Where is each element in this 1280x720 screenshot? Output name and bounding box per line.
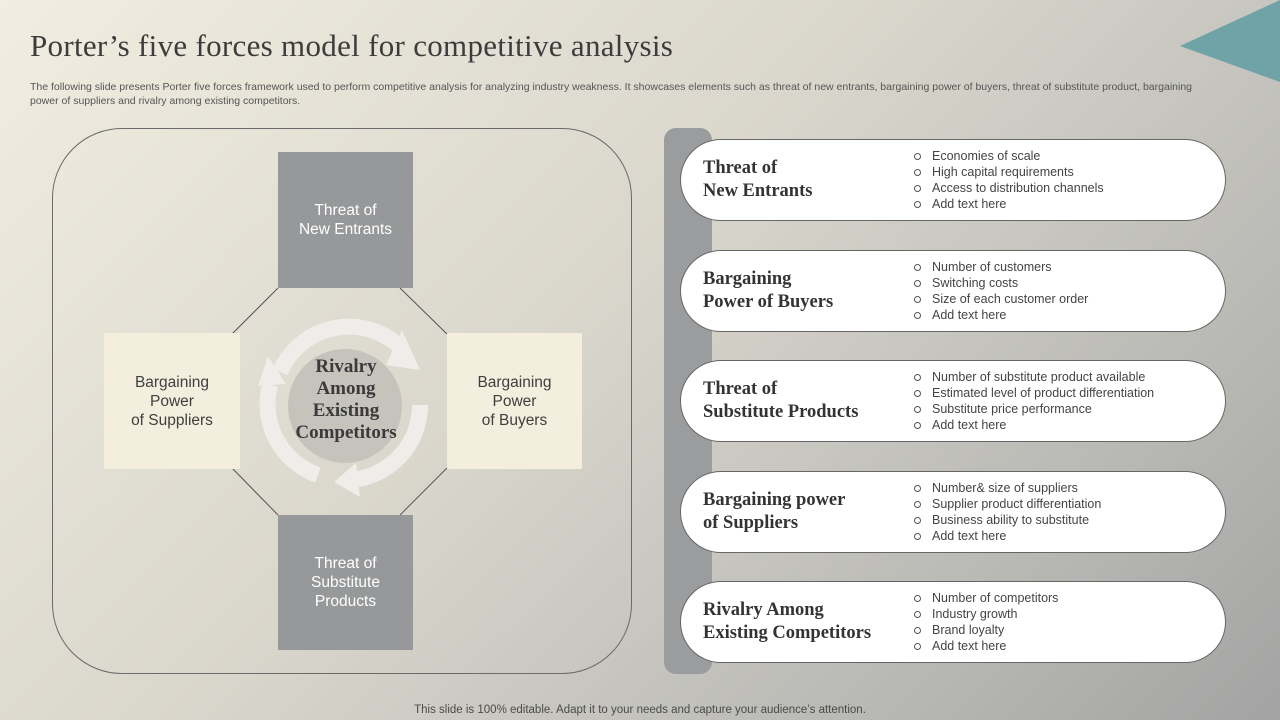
list-item: Number of substitute product available	[913, 369, 1154, 385]
connector-top-right	[399, 287, 448, 335]
corner-accent-shape	[1180, 0, 1280, 82]
list-item: Number& size of suppliers	[913, 480, 1101, 496]
list-item: High capital requirements	[913, 164, 1104, 180]
force-right-line-3: of Buyers	[481, 411, 548, 429]
force-bottom-line-1: Threat of	[314, 555, 377, 572]
list-item: Switching costs	[913, 275, 1088, 291]
list-item: Add text here	[913, 196, 1104, 212]
force-right-line-1: Bargaining	[477, 373, 552, 391]
list-item: Access to distribution channels	[913, 180, 1104, 196]
center-rivalry-label: Rivalry Among Existing Competitors	[284, 356, 408, 444]
force-top-line-2: New Entrants	[298, 221, 393, 238]
list-item: Number of customers	[913, 259, 1088, 275]
card-title: Bargaining Power of Buyers	[703, 268, 903, 314]
card-title-line: Threat of	[703, 158, 778, 178]
card-title-line: Power of Buyers	[703, 292, 834, 312]
card-threat-new-entrants: Threat of New Entrants Economies of scal…	[680, 139, 1226, 221]
force-bottom-line-2: Substitute	[311, 574, 380, 591]
card-title-line: Bargaining	[703, 269, 792, 289]
list-item: Economies of scale	[913, 148, 1104, 164]
force-left-line-1: Bargaining	[134, 373, 210, 391]
card-bullet-list: Number of competitors Industry growth Br…	[913, 590, 1058, 654]
card-bargaining-power-suppliers: Bargaining power of Suppliers Number& si…	[680, 471, 1226, 553]
center-line-4: Competitors	[295, 422, 397, 443]
list-item: Add text here	[913, 638, 1058, 654]
card-title-line: Substitute Products	[703, 402, 859, 422]
list-item: Substitute price performance	[913, 401, 1154, 417]
force-left-line-3: of Suppliers	[131, 411, 213, 429]
list-item: Supplier product differentiation	[913, 496, 1101, 512]
force-left-line-2: Power	[150, 392, 194, 410]
list-item: Add text here	[913, 528, 1101, 544]
force-top-line-1: Threat of	[314, 202, 377, 219]
card-title: Threat of Substitute Products	[703, 378, 903, 424]
card-threat-substitute-products: Threat of Substitute Products Number of …	[680, 360, 1226, 442]
list-item: Estimated level of product differentiati…	[913, 385, 1154, 401]
list-item: Industry growth	[913, 606, 1058, 622]
card-bullet-list: Number of substitute product available E…	[913, 369, 1154, 433]
card-title-line: Rivalry Among	[703, 600, 824, 620]
card-title-line: Bargaining power	[703, 490, 846, 510]
card-rivalry-existing-competitors: Rivalry Among Existing Competitors Numbe…	[680, 581, 1226, 663]
list-item: Brand loyalty	[913, 622, 1058, 638]
list-item: Size of each customer order	[913, 291, 1088, 307]
center-line-1: Rivalry	[315, 356, 377, 377]
force-left-box: Bargaining Power of Suppliers	[104, 333, 240, 469]
list-item: Add text here	[913, 307, 1088, 323]
list-item: Business ability to substitute	[913, 512, 1101, 528]
footer-note: This slide is 100% editable. Adapt it to…	[414, 704, 866, 716]
connector-top-left	[231, 287, 279, 335]
force-top-box: Threat of New Entrants	[278, 152, 413, 288]
card-title-line: New Entrants	[703, 181, 813, 201]
page-title: Porter’s five forces model for competiti…	[30, 28, 674, 63]
connector-bottom-left	[231, 467, 279, 516]
card-bullet-list: Number of customers Switching costs Size…	[913, 259, 1088, 323]
card-title-line: Threat of	[703, 379, 778, 399]
card-title: Bargaining power of Suppliers	[703, 489, 903, 535]
card-title-line: Existing Competitors	[703, 623, 872, 643]
center-line-2: Among	[316, 378, 376, 399]
cycle-arrows-icon	[258, 318, 429, 497]
card-bullet-list: Economies of scale High capital requirem…	[913, 148, 1104, 212]
card-bullet-list: Number& size of suppliers Supplier produ…	[913, 480, 1101, 544]
force-right-line-2: Power	[492, 392, 537, 410]
card-title-line: of Suppliers	[703, 513, 799, 533]
force-bottom-box: Threat of Substitute Products	[278, 515, 413, 650]
list-item: Number of competitors	[913, 590, 1058, 606]
card-title: Threat of New Entrants	[703, 157, 903, 203]
diagram-frame	[52, 128, 632, 674]
connector-bottom-right	[399, 467, 448, 516]
force-right-box: Bargaining Power of Buyers	[447, 333, 582, 469]
card-bargaining-power-buyers: Bargaining Power of Buyers Number of cus…	[680, 250, 1226, 332]
center-line-3: Existing	[312, 400, 380, 421]
force-bottom-line-3: Products	[314, 593, 377, 610]
list-item: Add text here	[913, 417, 1154, 433]
page-subtitle: The following slide presents Porter five…	[30, 81, 1192, 107]
card-title: Rivalry Among Existing Competitors	[703, 599, 903, 645]
